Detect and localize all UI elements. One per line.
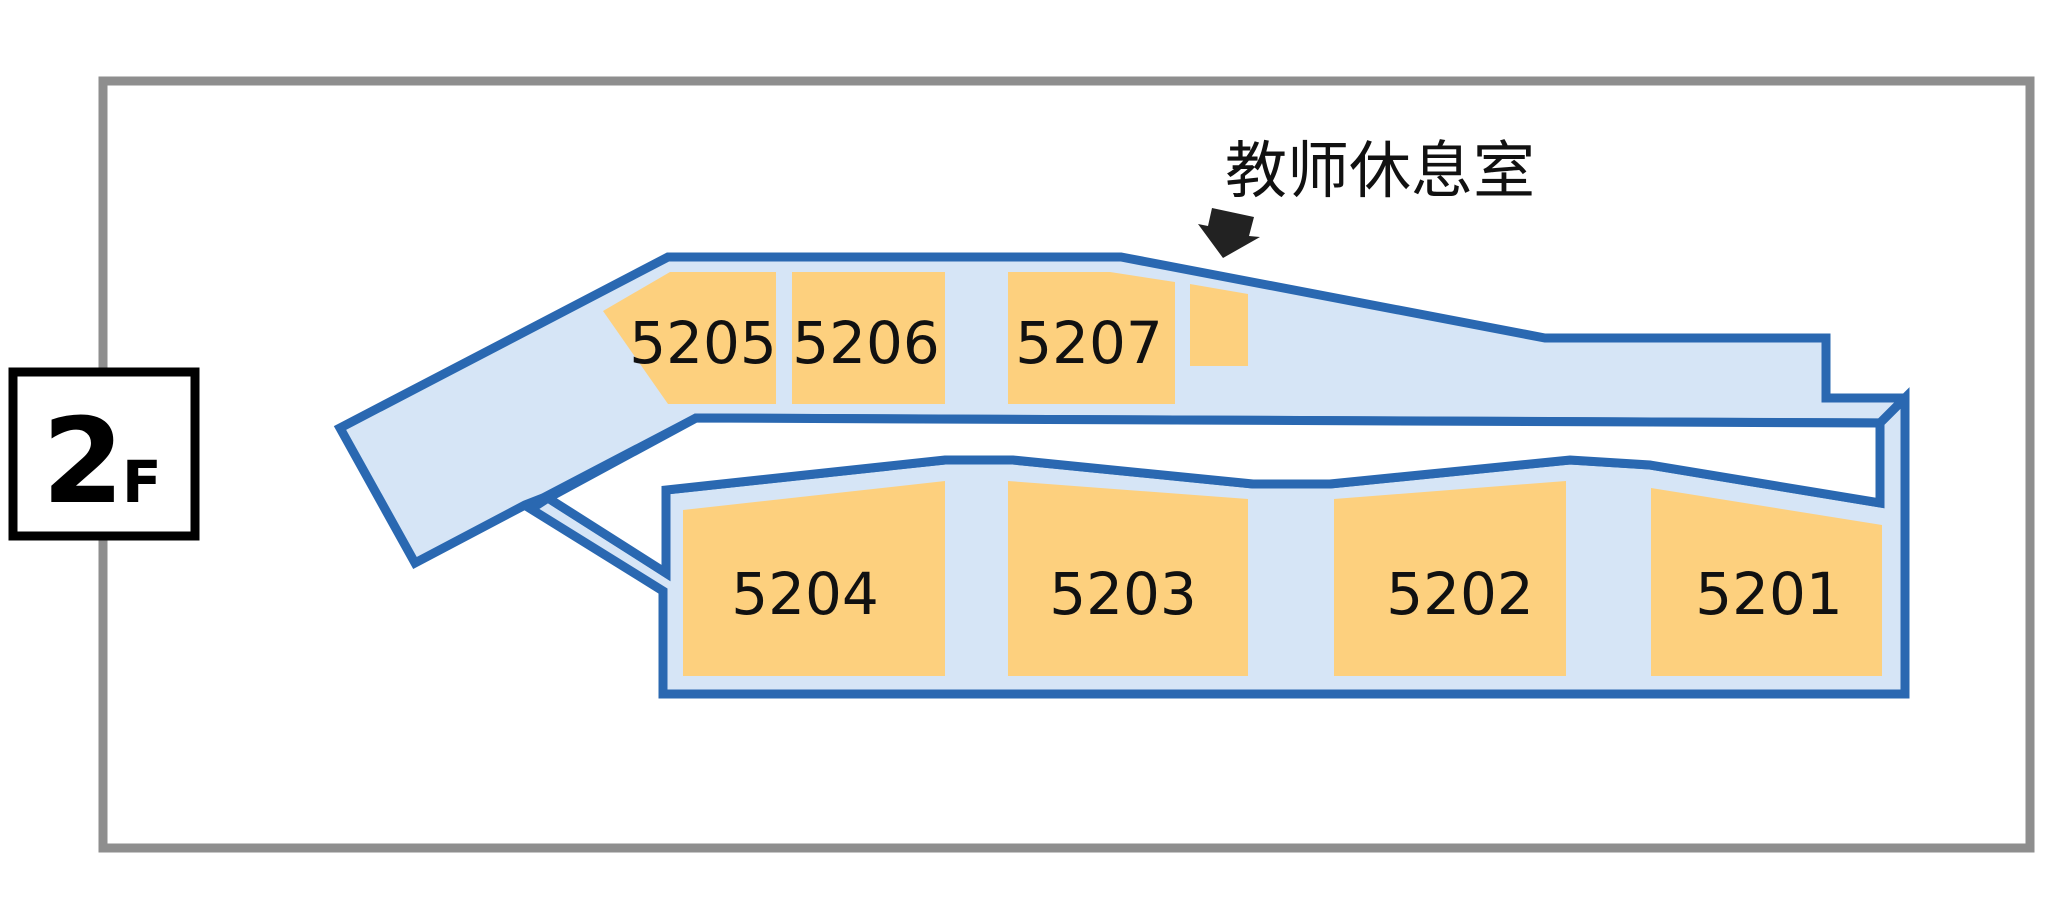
courtyard [539, 413, 1885, 582]
teacher-lounge-room[interactable] [1190, 284, 1248, 366]
room-5204-label: 5204 [731, 560, 879, 628]
room-5206-label: 5206 [792, 309, 940, 377]
teacher-lounge-label: 教师休息室 [1225, 134, 1535, 207]
room-5205-label: 5205 [629, 309, 777, 377]
room-5201[interactable] [1651, 488, 1882, 676]
room-5201-label: 5201 [1695, 560, 1843, 628]
room-5206[interactable] [792, 272, 945, 404]
room-5202[interactable] [1334, 481, 1566, 676]
room-5207[interactable] [1008, 272, 1175, 404]
room-5205[interactable] [603, 272, 776, 404]
room-5203[interactable] [1008, 481, 1248, 676]
room-5207-label: 5207 [1015, 309, 1163, 377]
floor-number: 2 [42, 392, 124, 530]
floor-suffix: F [122, 448, 162, 516]
room-5204[interactable] [683, 481, 945, 676]
room-5203-label: 5203 [1049, 560, 1197, 628]
floor-badge: 2 F [8, 367, 200, 541]
room-5202-label: 5202 [1386, 560, 1534, 628]
arrow-down-left-icon [1198, 208, 1260, 258]
